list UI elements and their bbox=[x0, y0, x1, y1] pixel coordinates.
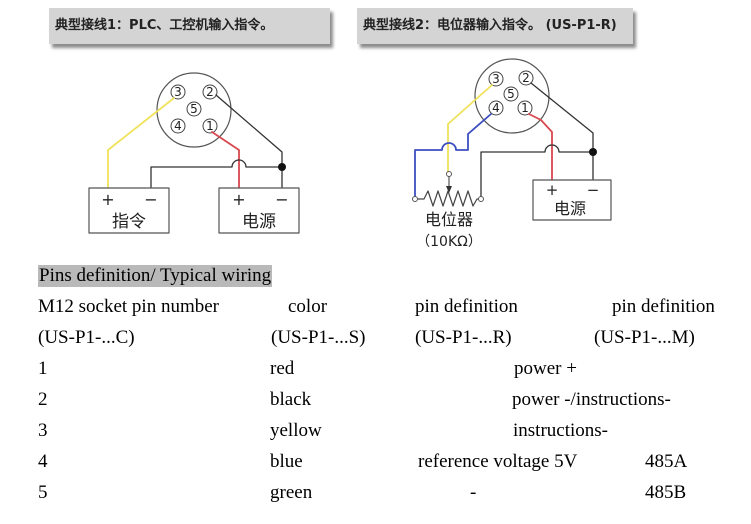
command-plus: + bbox=[101, 190, 114, 209]
pot-terminal-left bbox=[412, 196, 418, 202]
header-model-s: (US-P1-...S) bbox=[271, 327, 366, 348]
wiring-diagrams: 3 2 5 4 1 + − bbox=[88, 58, 612, 250]
power1-minus: − bbox=[275, 190, 288, 209]
power2-minus: − bbox=[587, 181, 600, 199]
row-definition: power -/instructions- bbox=[512, 389, 671, 410]
header-model-c: (US-P1-...C) bbox=[38, 327, 135, 348]
connector2-pins: 3 2 5 4 1 bbox=[488, 70, 534, 116]
power-box-2 bbox=[532, 179, 612, 221]
wire-blue bbox=[414, 113, 492, 200]
wire-red bbox=[528, 113, 553, 181]
power1-label: 电源 bbox=[242, 212, 276, 232]
section-title: Pins definition/ Typical wiring bbox=[38, 265, 273, 287]
row-definition: power + bbox=[514, 358, 577, 379]
wire-yellow bbox=[447, 84, 493, 173]
command-label: 指令 bbox=[112, 212, 146, 232]
row-definition: instructions- bbox=[513, 420, 608, 441]
diagram2: 3 2 5 4 1 bbox=[412, 58, 612, 250]
row-color: yellow bbox=[270, 420, 322, 441]
power2-label: 电源 bbox=[554, 199, 586, 218]
header-pin-def-r: pin definition bbox=[415, 296, 518, 317]
junction-dot bbox=[278, 163, 286, 171]
pin-3-label: 3 bbox=[174, 85, 182, 99]
power-box-1 bbox=[218, 187, 300, 234]
wiper-arrow bbox=[446, 186, 452, 193]
row-pin: 1 bbox=[38, 358, 48, 379]
row-pin: 4 bbox=[38, 451, 48, 472]
wire-black-return bbox=[480, 144, 594, 200]
diagram1: 3 2 5 4 1 + − bbox=[88, 72, 300, 234]
header-color: color bbox=[288, 296, 328, 317]
wiper-terminal bbox=[446, 171, 452, 177]
connector2-body bbox=[474, 58, 550, 134]
pin-4-label: 4 bbox=[492, 101, 500, 115]
header-model-m: (US-P1-...M) bbox=[594, 327, 695, 348]
wire-black bbox=[530, 82, 594, 181]
pin-2-label: 2 bbox=[206, 85, 214, 99]
pin-3-label: 3 bbox=[492, 72, 500, 86]
power1-plus: + bbox=[232, 190, 245, 209]
pot-terminal-right bbox=[478, 196, 484, 202]
row-definition-m: 485B bbox=[645, 482, 687, 503]
wire-red bbox=[211, 131, 240, 189]
diagram2-title: 典型接线2：电位器输入指令。 (US-P1-R) bbox=[357, 8, 633, 44]
row-pin: 2 bbox=[38, 389, 48, 410]
command-minus: − bbox=[144, 190, 157, 209]
pin-2-label: 2 bbox=[522, 71, 530, 85]
pin-4-label: 4 bbox=[174, 119, 182, 133]
row-definition: - bbox=[470, 482, 477, 503]
pin-5-label: 5 bbox=[507, 87, 515, 101]
header-pin-number: M12 socket pin number bbox=[38, 296, 220, 317]
row-pin: 3 bbox=[38, 420, 48, 441]
potentiometer-label: 电位器 bbox=[425, 210, 473, 229]
row-pin: 5 bbox=[38, 482, 48, 503]
row-definition-m: 485A bbox=[645, 451, 688, 472]
wire-black bbox=[215, 94, 283, 189]
connector1-pins: 3 2 5 4 1 bbox=[170, 84, 218, 134]
row-definition: reference voltage 5V bbox=[418, 451, 578, 472]
pin-1-label: 1 bbox=[521, 101, 529, 115]
junction-dot bbox=[589, 148, 597, 156]
row-color: red bbox=[270, 358, 295, 379]
pin-5-label: 5 bbox=[190, 102, 198, 116]
header-model-r: (US-P1-...R) bbox=[415, 327, 512, 348]
command-box bbox=[88, 187, 170, 234]
row-color: black bbox=[270, 389, 312, 410]
connector1-body bbox=[156, 72, 232, 148]
row-color: green bbox=[270, 482, 313, 503]
header-pin-def-m: pin definition bbox=[612, 296, 715, 317]
wire-black-return bbox=[150, 159, 283, 189]
wire-yellow bbox=[107, 97, 175, 189]
pin-1-label: 1 bbox=[206, 119, 214, 133]
diagram1-title: 典型接线1：PLC、工控机输入指令。 bbox=[49, 8, 330, 44]
power2-plus: + bbox=[546, 181, 559, 199]
row-color: blue bbox=[270, 451, 303, 472]
potentiometer-resistor bbox=[417, 190, 479, 207]
potentiometer-value: （10KΩ） bbox=[416, 234, 482, 250]
